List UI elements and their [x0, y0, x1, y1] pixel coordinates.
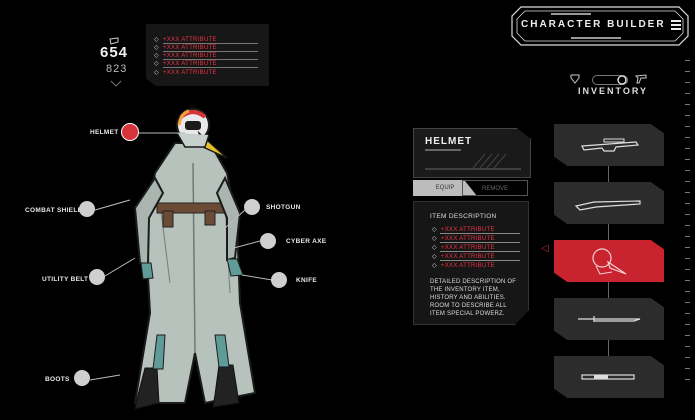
- primary-stat: 654: [100, 44, 129, 61]
- attribute-item: +XXX ATTRIBUTE: [162, 53, 217, 59]
- inventory-slot-shotgun[interactable]: [554, 182, 664, 224]
- attribute-item: +XXX ATTRIBUTE: [162, 45, 217, 51]
- helmet-icon: [592, 248, 627, 275]
- title-frame: [511, 6, 689, 46]
- inventory-toggle[interactable]: [592, 72, 628, 90]
- gun-icon[interactable]: [634, 71, 647, 89]
- description-attributes: ◇+XXX ATTRIBUTE ◇+XXX ATTRIBUTE ◇+XXX AT…: [432, 226, 520, 269]
- attribute-card: ◇+XXX ATTRIBUTE ◇+XXX ATTRIBUTE ◇+XXX AT…: [146, 24, 269, 86]
- remove-button[interactable]: REMOVE: [462, 180, 528, 196]
- selected-slot-arrow: ◁: [541, 243, 549, 254]
- attribute-item: +XXX ATTRIBUTE: [162, 37, 217, 43]
- item-description-panel: [413, 201, 529, 325]
- callout-label-combat-shield: COMBAT SHIELD: [25, 207, 83, 214]
- shotgun-icon: [574, 200, 641, 211]
- helmet-slot-dot[interactable]: [122, 124, 138, 140]
- character-figure: [115, 103, 275, 420]
- callout-label-cyber-axe: CYBER AXE: [286, 238, 327, 245]
- description-attribute: +XXX ATTRIBUTE: [440, 263, 495, 269]
- equip-button[interactable]: EQUIP: [413, 180, 477, 196]
- inventory-slot-helmet[interactable]: [554, 240, 664, 282]
- cyber-axe-slot-dot[interactable]: [260, 233, 276, 249]
- description-heading: ITEM DESCRIPTION: [430, 213, 497, 220]
- boots-slot-dot[interactable]: [74, 370, 90, 386]
- page-title: CHARACTER BUILDER: [521, 19, 666, 30]
- secondary-stat: 823: [106, 63, 128, 75]
- utility-belt-slot-dot[interactable]: [89, 269, 105, 285]
- item-description: DETAILED DESCRIPTION OF THE INVENTORY IT…: [430, 279, 517, 317]
- stat-icon: [109, 32, 119, 50]
- callout-label-helmet: HELMET: [90, 129, 119, 136]
- combat-shield-slot-dot[interactable]: [79, 201, 95, 217]
- slot-connector: [608, 340, 609, 356]
- inventory-slot-blade[interactable]: [554, 356, 664, 398]
- scale-ticks: [685, 60, 691, 410]
- slot-connector: [608, 166, 609, 182]
- attribute-item: +XXX ATTRIBUTE: [162, 61, 217, 67]
- description-attribute: +XXX ATTRIBUTE: [440, 236, 495, 242]
- knife-slot-dot[interactable]: [271, 272, 287, 288]
- slot-connector: [608, 224, 609, 240]
- inventory-label: INVENTORY: [578, 86, 649, 96]
- callout-label-utility-belt: UTILITY BELT: [42, 276, 89, 283]
- description-attribute: +XXX ATTRIBUTE: [440, 227, 495, 233]
- description-attribute: +XXX ATTRIBUTE: [440, 254, 495, 260]
- knife-icon: [578, 316, 641, 322]
- slot-connector: [608, 282, 609, 298]
- inventory-slot-knife[interactable]: [554, 298, 664, 340]
- callout-label-knife: KNIFE: [296, 277, 317, 284]
- item-title-decoration: [425, 149, 521, 170]
- shield-icon[interactable]: [570, 71, 580, 89]
- callout-label-shotgun: SHOTGUN: [266, 204, 301, 211]
- shotgun-slot-dot[interactable]: [244, 199, 260, 215]
- blade-icon: [581, 374, 635, 380]
- stat-chevron-icon: [110, 75, 122, 93]
- item-title-panel: [413, 128, 531, 178]
- inventory-slot-rifle[interactable]: [554, 124, 664, 166]
- item-title: HELMET: [425, 136, 473, 147]
- attribute-item: +XXX ATTRIBUTE: [162, 70, 217, 76]
- rifle-icon: [581, 138, 640, 152]
- callout-label-boots: BOOTS: [45, 376, 70, 383]
- menu-icon[interactable]: [671, 20, 681, 32]
- description-attribute: +XXX ATTRIBUTE: [440, 245, 495, 251]
